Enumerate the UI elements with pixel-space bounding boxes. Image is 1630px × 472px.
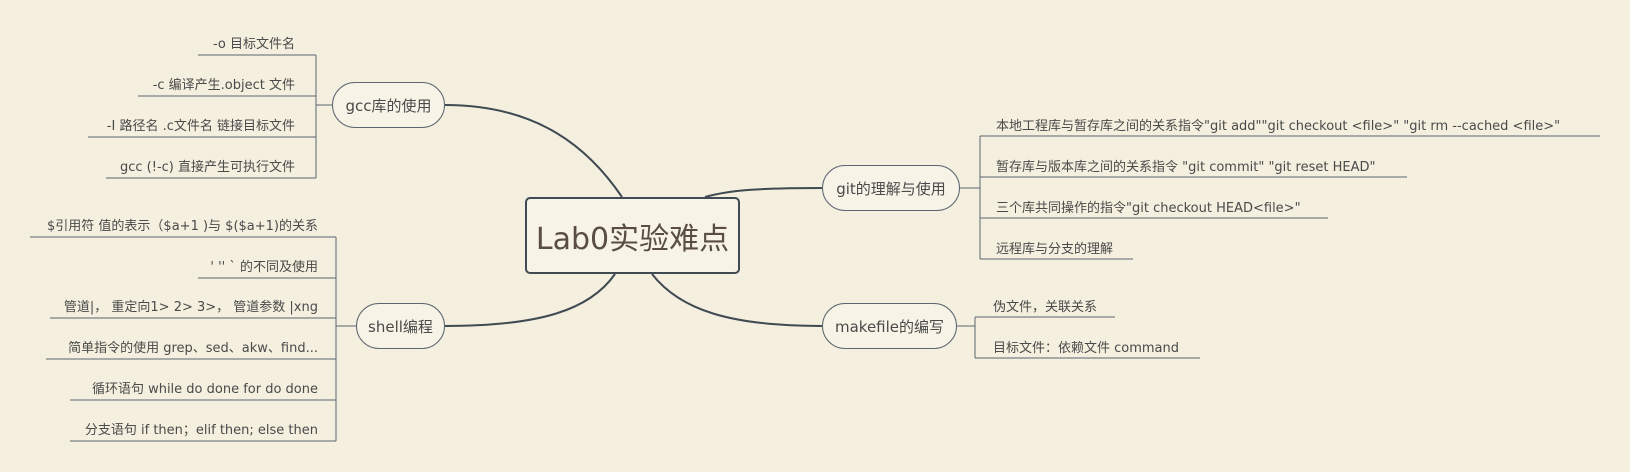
leaf-shell-5[interactable]: 循环语句 while do done for do done (91, 382, 318, 397)
leaf-makefile-2[interactable]: 目标文件：依赖文件 command (993, 341, 1180, 356)
link-shell (444, 273, 616, 327)
leaf-git-1[interactable]: 本地工程库与暂存库之间的关系指令"git add""git checkout <… (996, 119, 1561, 134)
leaf-gcc-3[interactable]: -I 路径名 .c文件名 链接目标文件 (106, 119, 295, 134)
branch-shell[interactable]: shell编程 (356, 303, 445, 349)
link-gcc (444, 104, 623, 198)
leaf-git-3[interactable]: 三个库共同操作的指令"git checkout HEAD<file>" (996, 201, 1301, 216)
leaf-git-2[interactable]: 暂存库与版本库之间的关系指令 "git commit" "git reset H… (996, 160, 1376, 175)
link-git (704, 187, 823, 198)
branch-git[interactable]: git的理解与使用 (822, 165, 960, 211)
branch-makefile[interactable]: makefile的编写 (822, 303, 957, 349)
leaf-shell-2[interactable]: ' '' ` 的不同及使用 (210, 260, 318, 275)
leaf-shell-3[interactable]: 管道|， 重定向1> 2> 3>， 管道参数 |xng (63, 300, 318, 315)
branch-gcc[interactable]: gcc库的使用 (332, 82, 445, 128)
leaf-gcc-1[interactable]: -o 目标文件名 (212, 37, 295, 52)
leaf-shell-6[interactable]: 分支语句 if then；elif then; else then (84, 423, 318, 438)
root-topic[interactable]: Lab0实验难点 (525, 197, 740, 274)
leaf-makefile-1[interactable]: 伪文件，关联关系 (993, 300, 1098, 315)
leaf-shell-4[interactable]: 简单指令的使用 grep、sed、akw、find... (68, 341, 318, 356)
leaf-shell-1[interactable]: $引用符 值的表示（$a+1 )与 $($a+1)的关系 (47, 219, 318, 234)
leaf-gcc-4[interactable]: gcc (!-c) 直接产生可执行文件 (119, 160, 295, 175)
leaf-git-4[interactable]: 远程库与分支的理解 (996, 242, 1114, 257)
link-makefile (651, 273, 823, 327)
leaf-gcc-2[interactable]: -c 编译产生.object 文件 (152, 78, 295, 93)
